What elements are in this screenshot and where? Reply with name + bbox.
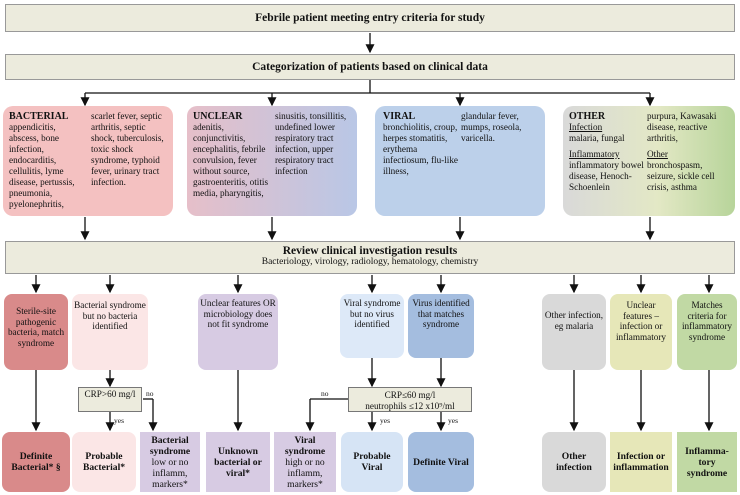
viral-title: VIRAL — [383, 111, 416, 122]
bacterial-category: BACTERIAL appendicitis, abscess, bone in… — [3, 106, 173, 216]
viral-syndrome-box: Viral syndrome but no virus identified — [340, 294, 404, 358]
crp-le60-label: CRP≤60 mg/l — [384, 390, 436, 400]
sterile-site-box: Sterile-site pathogenic bacteria, match … — [4, 294, 68, 370]
viral-list-right: glandular fever, mumps, roseola, varicel… — [461, 111, 522, 143]
bacterial-list-right: scarlet fever, septic arthritis, septic … — [91, 111, 164, 187]
other-other-text: bronchospasm, seizure, sickle cell crisi… — [647, 160, 715, 192]
bacterial-list-left: appendicitis, abscess, bone infection, e… — [9, 122, 75, 209]
inflammatory-syndrome-outcome: Inflamma-tory syndrome — [677, 432, 737, 492]
probable-viral-outcome: Probable Viral — [341, 432, 403, 492]
other-category: OTHER Infection malaria, fungal Inflamma… — [563, 106, 735, 216]
unclear-features-box: Unclear features OR microbiology does no… — [198, 294, 278, 370]
other-inflammatory-label: Inflammatory — [569, 149, 620, 159]
entry-criteria-box: Febrile patient meeting entry criteria f… — [5, 4, 735, 32]
unclear-title: UNCLEAR — [193, 111, 243, 122]
neutrophils-label: neutrophils ≤12 x10⁹/ml — [365, 401, 455, 411]
unclear-list-left: adenitis, conjunctivitis, encephalitis, … — [193, 122, 269, 198]
other-other-label: Other — [647, 149, 668, 159]
unclear-category: UNCLEAR adenitis, conjunctivitis, enceph… — [187, 106, 357, 216]
viral-list-left: bronchiolitis, croup, herpes stomatitis,… — [383, 122, 459, 176]
probable-bacterial-outcome: Probable Bacterial* — [72, 432, 136, 492]
unclear-list-right: sinusitis, tonsillitis, undefined lower … — [275, 111, 347, 176]
infection-or-inflammation-outcome: Infection or inflammation — [610, 432, 672, 492]
yes-label-bacterial: yes — [114, 416, 124, 425]
other-infection-box: Other infection, eg malaria — [542, 294, 606, 370]
other-infection-text: malaria, fungal — [569, 133, 625, 143]
inflammatory-criteria-box: Matches criteria for inflammatory syndro… — [677, 294, 737, 370]
crp-neutrophils-box: CRP≤60 mg/l neutrophils ≤12 x10⁹/ml — [348, 387, 472, 412]
other-right-top: purpura, Kawasaki disease, reactive arth… — [647, 111, 717, 143]
unknown-outcome: Unknown bacterial or viral* — [206, 432, 270, 492]
viral-syndrome-outcome: Viral syndrome high or no inflamm, marke… — [274, 432, 336, 492]
review-box: Review clinical investigation results Ba… — [5, 241, 735, 274]
other-infection-label: Infection — [569, 122, 603, 132]
crp-gt60-box: CRP>60 mg/l — [78, 387, 142, 412]
unclear-infection-box: Unclear features – infection or inflamma… — [610, 294, 672, 370]
definite-bacterial-outcome: Definite Bacterial* § — [2, 432, 70, 492]
viral-category: VIRAL bronchiolitis, croup, herpes stoma… — [375, 106, 545, 216]
review-title: Review clinical investigation results — [282, 245, 458, 257]
bacterial-title: BACTERIAL — [9, 111, 69, 122]
categorization-box: Categorization of patients based on clin… — [5, 54, 735, 80]
viral-syndrome-sub: high or no inflamm, markers* — [285, 456, 325, 490]
no-label-bacterial: no — [146, 389, 154, 398]
bacterial-syndrome-sub: low or no inflamm, markers* — [151, 456, 189, 490]
other-infection-outcome: Other infection — [542, 432, 606, 492]
no-label-viral: no — [321, 389, 329, 398]
yes-label-viral-1: yes — [380, 416, 390, 425]
other-title: OTHER — [569, 111, 606, 122]
virus-identified-box: Virus identified that matches syndrome — [408, 294, 474, 358]
bacterial-syndrome-outcome: Bacterial syndrome low or no inflamm, ma… — [140, 432, 200, 492]
bacterial-syndrome-title: Bacterial syndrome — [149, 434, 191, 457]
other-inflammatory-text: inflammatory bowel disease, Henoch-Schoe… — [569, 160, 644, 192]
yes-label-viral-2: yes — [448, 416, 458, 425]
viral-syndrome-title: Viral syndrome — [284, 434, 326, 457]
bacterial-syndrome-box: Bacterial syndrome but no bacteria ident… — [72, 294, 148, 370]
review-subtitle: Bacteriology, virology, radiology, hemat… — [261, 257, 479, 267]
definite-viral-outcome: Definite Viral — [408, 432, 474, 492]
